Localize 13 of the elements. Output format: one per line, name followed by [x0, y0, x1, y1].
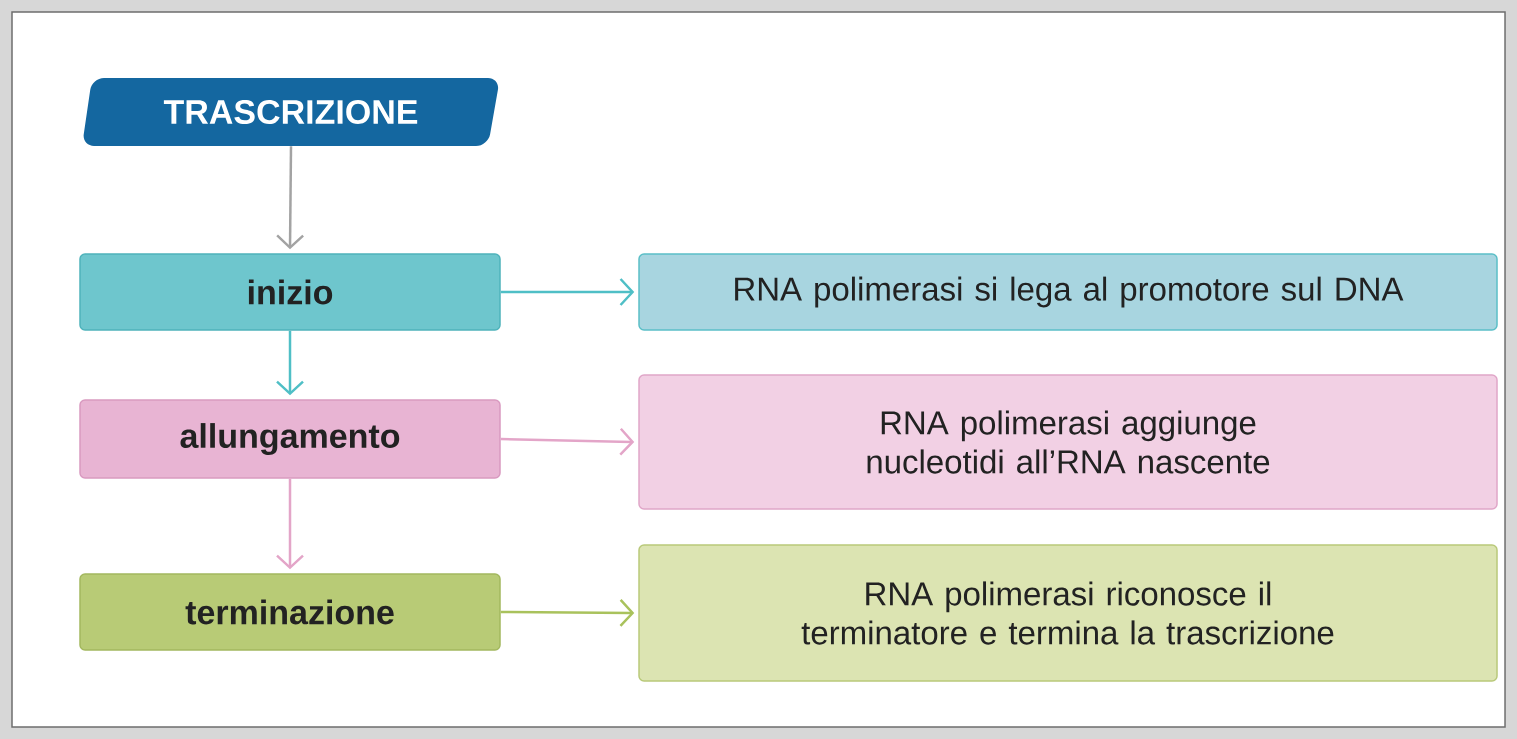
arrow: [500, 278, 635, 306]
description-box: RNA polimerasi si lega al promotore sul DNA: [638, 253, 1498, 331]
title-tab: TRASCRIZIONE: [83, 78, 499, 146]
arrow: [276, 330, 304, 396]
stage-box: allungamento: [79, 399, 501, 479]
arrow: [276, 146, 304, 250]
description-box: RNA polimerasi riconosce il terminatore e termina la trascrizione: [638, 544, 1498, 682]
description-box: RNA polimerasi aggiunge nucleotidi all’RNA nascente: [638, 374, 1498, 510]
arrow: [276, 478, 304, 570]
stage-box: terminazione: [79, 573, 501, 651]
arrow: [500, 599, 635, 627]
arrow: [500, 427, 635, 456]
stage-box: inizio: [79, 253, 501, 331]
